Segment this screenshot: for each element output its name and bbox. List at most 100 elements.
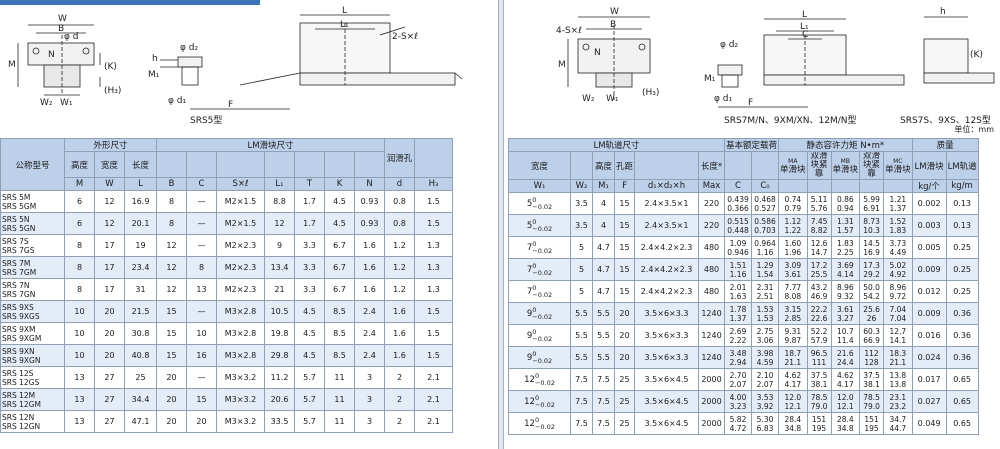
value-cell: 20 xyxy=(94,322,125,345)
mass-rail-cell: 0.65 xyxy=(945,368,979,391)
value-cell: 47.1 xyxy=(124,410,157,433)
tol-lower: −0.02 xyxy=(534,400,555,409)
stacked-value: 10.3 xyxy=(863,225,880,235)
value-cell: 31 xyxy=(124,278,157,301)
tol-lower: −0.02 xyxy=(532,246,553,255)
col-group-grease: 润滑孔 xyxy=(384,138,415,178)
stacked-value: 4.49 xyxy=(889,247,907,257)
symbol-cell: C xyxy=(724,179,753,193)
col-group-static: 静态容许力矩 N•m* xyxy=(778,138,913,152)
tolerance: 0−0.02 xyxy=(534,371,555,387)
stacked-value: 4.92 xyxy=(889,269,907,279)
tolerance: 0−0.02 xyxy=(532,196,553,211)
value-cell: 8.5 xyxy=(324,344,355,367)
stacked-value: 14.5 xyxy=(863,238,880,248)
r-dim-W: W xyxy=(610,7,619,17)
stacked-value: 4.14 xyxy=(836,269,854,279)
col-double-ma: 双滑块紧靠 xyxy=(806,151,832,180)
tol-lower: −0.02 xyxy=(534,378,555,387)
value-cell: 3 xyxy=(354,366,385,389)
stacked-value: 0.527 xyxy=(754,203,776,213)
value-cell: 20.1 xyxy=(124,212,157,235)
value-cell: 3.3 xyxy=(294,256,325,279)
stacked-value: 12.7 xyxy=(889,326,907,336)
symbol-cell: B xyxy=(156,177,187,191)
value-cell: 15 xyxy=(613,280,636,303)
stacked-value: 38.1 xyxy=(863,379,880,389)
value-cell: 2000 xyxy=(698,412,726,435)
stacked-value: 43.2 xyxy=(810,282,828,292)
value-cell: 2 xyxy=(384,388,415,411)
stacked-value: 28.4 xyxy=(836,414,854,424)
stacked-value: 57.9 xyxy=(810,335,828,345)
value-cell: 13 xyxy=(64,388,95,411)
tol-upper: 0 xyxy=(534,371,540,380)
mass-block-cell: 0.005 xyxy=(911,236,947,259)
value-cell: 2.1 xyxy=(414,366,453,389)
value-cell: 6.7 xyxy=(324,256,355,279)
value-cell: M3×3.2 xyxy=(216,388,265,411)
value-cell: 5 xyxy=(570,280,593,303)
moment-mc-icon: MC xyxy=(893,157,903,165)
mass-rail-cell: 0.36 xyxy=(945,324,979,347)
value-cell: 5.5 xyxy=(570,346,593,369)
stacked-value: 79.0 xyxy=(810,401,828,411)
stacked-value: 4.72 xyxy=(729,423,747,433)
value-cell: 2.4 xyxy=(354,344,385,367)
r-dim-C: C xyxy=(802,30,808,40)
value-cell: 5.5 xyxy=(592,346,615,369)
stacked-value: 18.7 xyxy=(784,348,802,358)
stacked-value: 78.5 xyxy=(863,392,880,402)
symbol-cell: C₀ xyxy=(751,179,780,193)
mass-block-cell: 0.017 xyxy=(911,368,947,391)
stacked-value: 1.83 xyxy=(889,225,907,235)
symbol-cell: K xyxy=(324,177,355,191)
symbol-cell: d₁×d₂×h xyxy=(634,179,700,193)
value-cell: 2 xyxy=(384,366,415,389)
rail-width-value: 7 xyxy=(526,242,533,253)
symbol-cell: W₂ xyxy=(570,179,593,193)
tol-upper: 0 xyxy=(532,349,537,358)
value-cell: M2×1.5 xyxy=(216,190,265,213)
value-cell: 1.7 xyxy=(294,190,325,213)
value-cell: 7.5 xyxy=(592,368,615,391)
value-cell: 11 xyxy=(324,366,355,389)
stacked-value: 8.73 xyxy=(863,216,880,226)
col-group-block: LM滑块尺寸 xyxy=(156,138,385,152)
tol-lower: −0.02 xyxy=(532,202,553,211)
value-cell: 480 xyxy=(698,236,726,259)
r-dim-W1: W₁ xyxy=(606,94,619,104)
value-cell: 3.5 xyxy=(570,192,593,215)
value-cell: 4.5 xyxy=(294,322,325,345)
header-accent-bar xyxy=(0,0,260,5)
stacked-value: 0.946 xyxy=(727,247,749,257)
stacked-value: 3.61 xyxy=(836,304,854,314)
stacked-value: 0.74 xyxy=(784,194,802,204)
stacked-value: 23.2 xyxy=(889,401,907,411)
value-cell: 8 xyxy=(186,256,217,279)
r-dim-M1: M₁ xyxy=(704,74,716,84)
value-cell: 2.4×3.5×1 xyxy=(634,192,700,215)
